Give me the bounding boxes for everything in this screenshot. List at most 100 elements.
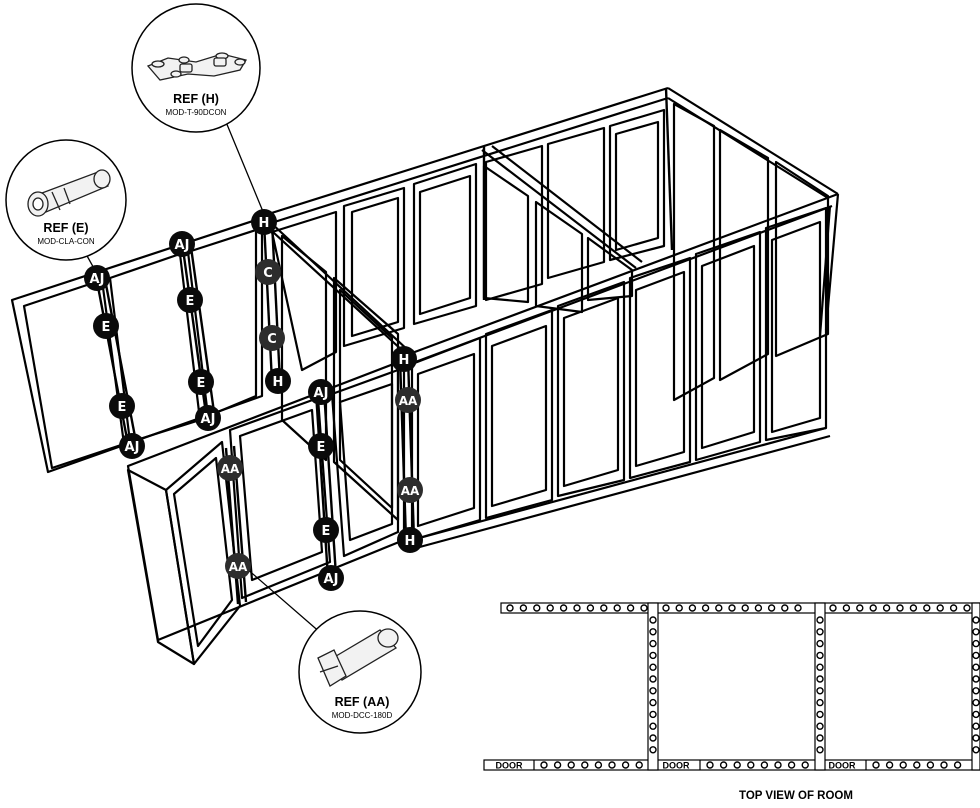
svg-text:E: E	[186, 294, 195, 309]
bolt-hole	[963, 604, 971, 612]
bolt-hole	[899, 761, 907, 769]
marker-e: E	[313, 517, 339, 543]
bolt-hole	[649, 639, 657, 648]
bolt-hole	[787, 761, 796, 769]
bolt-hole	[972, 663, 980, 671]
bolt-hole	[559, 604, 568, 612]
marker-e: E	[93, 313, 119, 339]
ref-e-code: MOD-CLA-CON	[37, 237, 95, 246]
bolt-hole	[586, 604, 595, 612]
clamp-connector-icon	[27, 169, 111, 217]
svg-text:AJ: AJ	[201, 412, 216, 427]
bolt-hole	[913, 761, 921, 769]
bolt-hole	[649, 722, 657, 730]
markers: AJ AJ AJ AJ AJ AJ E E E E E E C C H H H …	[84, 209, 423, 591]
marker-h: H	[397, 527, 423, 553]
bolt-hole	[613, 604, 621, 612]
svg-text:E: E	[118, 400, 127, 415]
ref-e-title: REF (E)	[43, 221, 88, 235]
bolt-hole	[760, 761, 769, 769]
bolt-hole	[781, 604, 789, 612]
svg-text:H: H	[259, 216, 270, 231]
bolt-hole	[635, 761, 643, 769]
bolt-hole	[926, 761, 935, 769]
door-label: DOOR	[829, 761, 857, 771]
marker-aj: AJ	[195, 405, 221, 431]
bolt-hole	[553, 761, 562, 769]
bolt-hole	[567, 761, 575, 769]
svg-text:AJ: AJ	[90, 272, 105, 287]
svg-text:AJ: AJ	[314, 386, 329, 401]
svg-text:E: E	[102, 320, 111, 335]
divider-bolts	[649, 616, 980, 754]
svg-text:AA: AA	[399, 394, 418, 408]
marker-aj: AJ	[308, 379, 334, 405]
svg-text:AA: AA	[221, 462, 240, 476]
bolt-hole	[816, 651, 824, 660]
bolt-hole	[649, 628, 657, 636]
room-frame	[10, 86, 840, 666]
bolt-hole	[869, 604, 877, 612]
bolt-hole	[972, 639, 980, 648]
bolt-hole	[581, 761, 589, 769]
svg-text:AJ: AJ	[125, 440, 140, 455]
bolt-hole	[649, 616, 657, 624]
bolt-hole	[909, 604, 918, 612]
svg-text:C: C	[267, 332, 277, 347]
bolt-hole	[706, 761, 714, 769]
bolt-hole	[972, 698, 980, 707]
svg-text:AA: AA	[229, 560, 248, 574]
bolt-hole	[649, 734, 657, 742]
bolt-hole	[540, 761, 548, 769]
bolt-hole	[715, 604, 723, 612]
bolt-hole	[923, 604, 931, 612]
bolt-hole	[719, 761, 728, 769]
svg-text:E: E	[322, 524, 331, 539]
marker-e: E	[177, 287, 203, 313]
svg-text:E: E	[197, 376, 206, 391]
bolt-hole	[972, 651, 980, 660]
marker-e: E	[109, 393, 135, 419]
bolt-hole	[842, 604, 851, 612]
marker-aj: AJ	[119, 433, 145, 459]
marker-aa: AA	[217, 455, 243, 481]
svg-text:E: E	[317, 440, 326, 455]
callout-ref-h: REF (H) MOD-T-90DCON	[131, 3, 261, 133]
bolt-hole	[829, 604, 837, 612]
open-door-leaf	[126, 440, 242, 666]
door-label: DOOR	[496, 761, 524, 771]
bolt-hole	[972, 675, 980, 683]
bolt-hole	[816, 722, 824, 730]
bolt-hole	[649, 663, 657, 671]
bolt-hole	[774, 761, 782, 769]
bolt-hole	[649, 710, 657, 719]
bolt-hole	[882, 604, 891, 612]
bolt-hole	[816, 616, 824, 624]
bolt-hole	[972, 710, 980, 719]
bolt-hole	[972, 722, 980, 730]
bolt-hole	[688, 604, 697, 612]
bottom-rail-bolts	[540, 761, 962, 769]
bolt-hole	[649, 687, 657, 695]
right-top-rail	[667, 87, 839, 199]
door-label: DOOR	[663, 761, 691, 771]
bolt-hole	[940, 761, 948, 769]
bolt-hole	[972, 746, 980, 754]
left-end-wall	[280, 234, 400, 522]
bolt-hole	[936, 604, 944, 612]
bolt-hole	[816, 746, 824, 754]
bolt-hole	[949, 604, 958, 612]
marker-e: E	[188, 369, 214, 395]
bolt-hole	[649, 651, 657, 660]
bolt-hole	[953, 761, 962, 769]
bolt-hole	[816, 628, 824, 636]
bolt-hole	[816, 675, 824, 683]
callout-ref-e: REF (E) MOD-CLA-CON	[5, 139, 127, 261]
bolt-hole	[972, 616, 980, 624]
top-rail-bolts	[506, 604, 971, 612]
bolt-hole	[733, 761, 741, 769]
bolt-hole	[816, 710, 824, 719]
bolt-hole	[533, 604, 541, 612]
marker-aj: AJ	[84, 265, 110, 291]
